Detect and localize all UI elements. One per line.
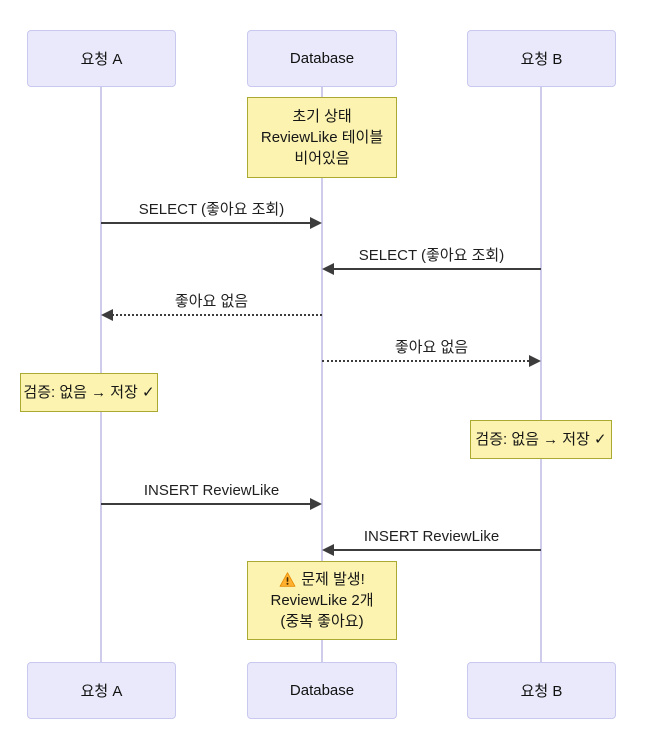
- note-line-text: 문제 발생!: [301, 571, 365, 588]
- actor-label: 요청 A: [80, 683, 123, 700]
- note-line: 문제 발생!: [279, 569, 365, 590]
- message-line-dotted: [322, 360, 529, 362]
- actor-bottom-request-a: 요청 A: [27, 662, 176, 719]
- note-validation-b: 검증: 없음 → 저장 ✓: [470, 420, 612, 459]
- note-line: 비어있음: [294, 150, 350, 167]
- message-label: INSERT ReviewLike: [363, 528, 500, 545]
- arrowhead-right-icon: [310, 498, 322, 510]
- actor-bottom-request-b: 요청 B: [467, 662, 616, 719]
- note-problem: 문제 발생! ReviewLike 2개 (중복 좋아요): [247, 561, 397, 640]
- message-line: [333, 268, 541, 270]
- note-validation-a: 검증: 없음 → 저장 ✓: [20, 373, 158, 412]
- message-line: [333, 549, 541, 551]
- actor-label: 요청 B: [520, 51, 563, 68]
- arrowhead-left-icon: [101, 309, 113, 321]
- actor-bottom-database: Database: [247, 662, 397, 719]
- actor-label: 요청 A: [80, 51, 123, 68]
- note-initial-state: 초기 상태 ReviewLike 테이블 비어있음: [247, 97, 397, 178]
- message-label: 좋아요 없음: [174, 293, 249, 310]
- note-line: ReviewLike 2개: [270, 592, 374, 609]
- message-label: INSERT ReviewLike: [143, 482, 280, 499]
- actor-label: 요청 B: [520, 683, 563, 700]
- arrowhead-right-icon: [310, 217, 322, 229]
- actor-label: Database: [289, 50, 355, 67]
- message-label: SELECT (좋아요 조회): [358, 247, 505, 264]
- actor-top-request-b: 요청 B: [467, 30, 616, 87]
- message-label: 좋아요 없음: [394, 339, 469, 356]
- actor-top-database: Database: [247, 30, 397, 87]
- arrowhead-right-icon: [529, 355, 541, 367]
- message-line: [101, 222, 311, 224]
- lifeline-database: [321, 87, 323, 662]
- actor-top-request-a: 요청 A: [27, 30, 176, 87]
- note-line: 초기 상태: [292, 108, 352, 125]
- message-label: SELECT (좋아요 조회): [138, 201, 285, 218]
- note-line: (중복 좋아요): [280, 613, 364, 630]
- note-line: 검증: 없음 → 저장 ✓: [475, 431, 607, 448]
- message-line: [101, 503, 311, 505]
- lifeline-request-b: [540, 87, 542, 662]
- message-line-dotted: [112, 314, 322, 316]
- arrowhead-left-icon: [322, 544, 334, 556]
- arrowhead-left-icon: [322, 263, 334, 275]
- note-line: 검증: 없음 → 저장 ✓: [23, 384, 155, 401]
- warning-icon: [279, 572, 296, 587]
- note-line: ReviewLike 테이블: [260, 129, 384, 146]
- actor-label: Database: [289, 682, 355, 699]
